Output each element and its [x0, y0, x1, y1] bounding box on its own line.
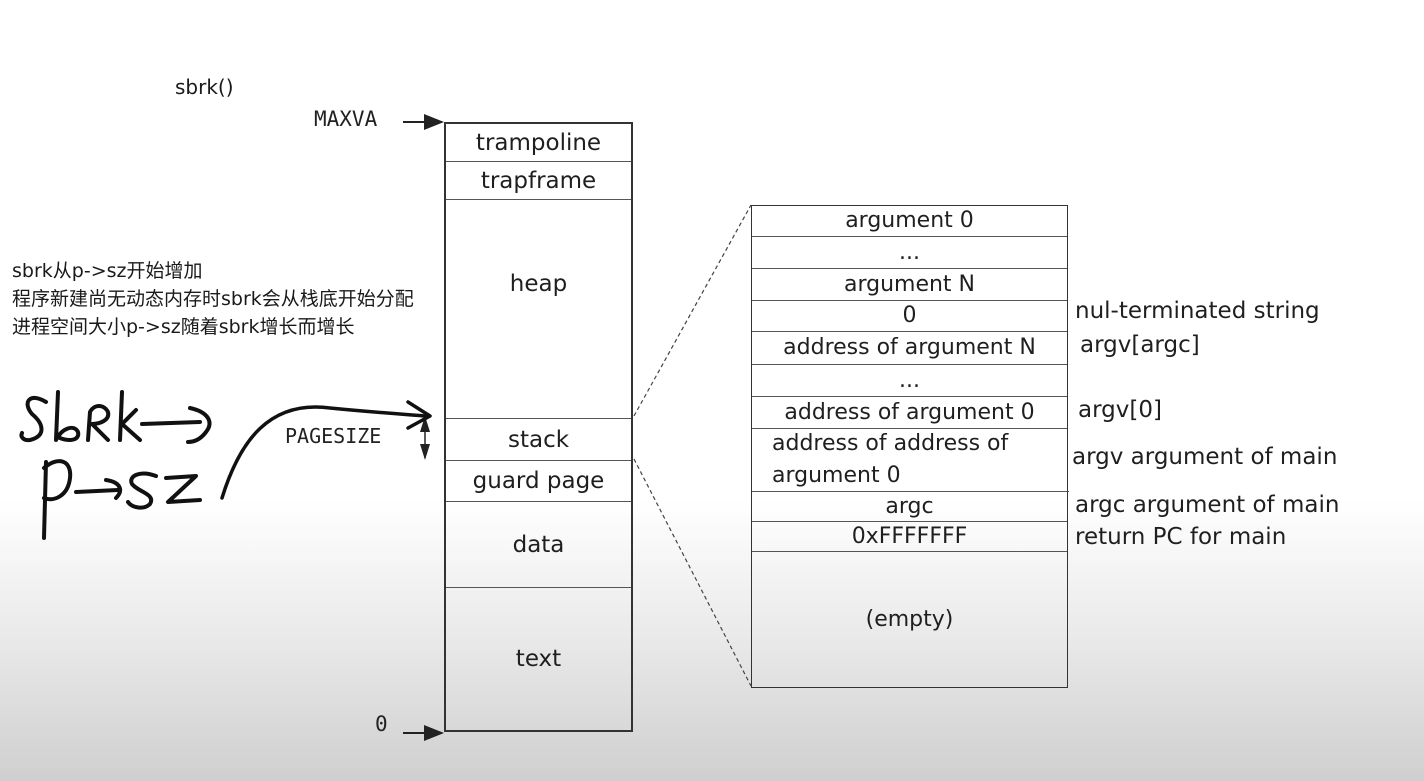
annotation-argc-main: argc argument of main: [1075, 492, 1340, 518]
segment-heap: heap: [446, 200, 631, 419]
stack-row-ellipsis-2: ...: [752, 365, 1067, 397]
segment-trampoline: trampoline: [446, 124, 631, 162]
segment-guard-page: guard page: [446, 461, 631, 502]
annotation-return-pc: return PC for main: [1075, 524, 1287, 550]
note-line-3: 进程空间大小p->sz随着sbrk增长而增长: [12, 316, 355, 338]
pagesize-label: PAGESIZE: [285, 424, 382, 448]
handwritten-p-sz: [42, 459, 202, 540]
handwritten-sbrk: [19, 390, 212, 444]
stack-row-argc: argc: [752, 492, 1067, 522]
curved-arrowhead: [406, 400, 432, 430]
stack-row-address-of-address: address of address of argument 0: [752, 429, 1069, 492]
segment-data: data: [446, 502, 631, 588]
zero-label: 0: [375, 712, 388, 736]
stack-row-empty: (empty): [865, 607, 954, 632]
segment-text: text: [515, 646, 562, 672]
zoom-line-top: [633, 204, 752, 417]
stack-row-ellipsis-1: ...: [752, 237, 1067, 269]
maxva-label: MAXVA: [314, 107, 378, 131]
annotation-argv-0: argv[0]: [1078, 397, 1162, 423]
note-line-2: 程序新建尚无动态内存时sbrk会从栈底开始分配: [12, 288, 414, 310]
stack-detail-column: argument 0 ... argument N 0 address of a…: [751, 205, 1069, 688]
zoom-line-bottom: [633, 458, 752, 687]
stack-row-address-argument-n: address of argument N: [752, 332, 1067, 365]
stack-row-return-pc: 0xFFFFFFF: [752, 522, 1067, 552]
notes-block: sbrk从p->sz开始增加 程序新建尚无动态内存时sbrk会从栈底开始分配 进…: [12, 257, 414, 341]
annotation-argv-argc: argv[argc]: [1080, 332, 1200, 358]
segment-stack: stack: [446, 419, 631, 461]
annotation-argv-main: argv argument of main: [1072, 444, 1338, 470]
stack-row-argument-0: argument 0: [752, 206, 1067, 237]
curved-arrow-to-stack: [220, 405, 428, 500]
note-line-1: sbrk从p->sz开始增加: [12, 260, 203, 282]
address-space-column: trampoline trapframe heap stack guard pa…: [444, 122, 633, 732]
pagesize-double-arrow: [420, 416, 430, 460]
stack-row-zero: 0: [752, 301, 1067, 332]
stack-row-address-argument-0: address of argument 0: [752, 397, 1067, 429]
stack-row-argument-n: argument N: [752, 269, 1067, 301]
segment-trapframe: trapframe: [446, 162, 631, 200]
annotation-nul-terminated: nul-terminated string: [1075, 298, 1320, 324]
diagram-title: sbrk(): [175, 75, 234, 99]
